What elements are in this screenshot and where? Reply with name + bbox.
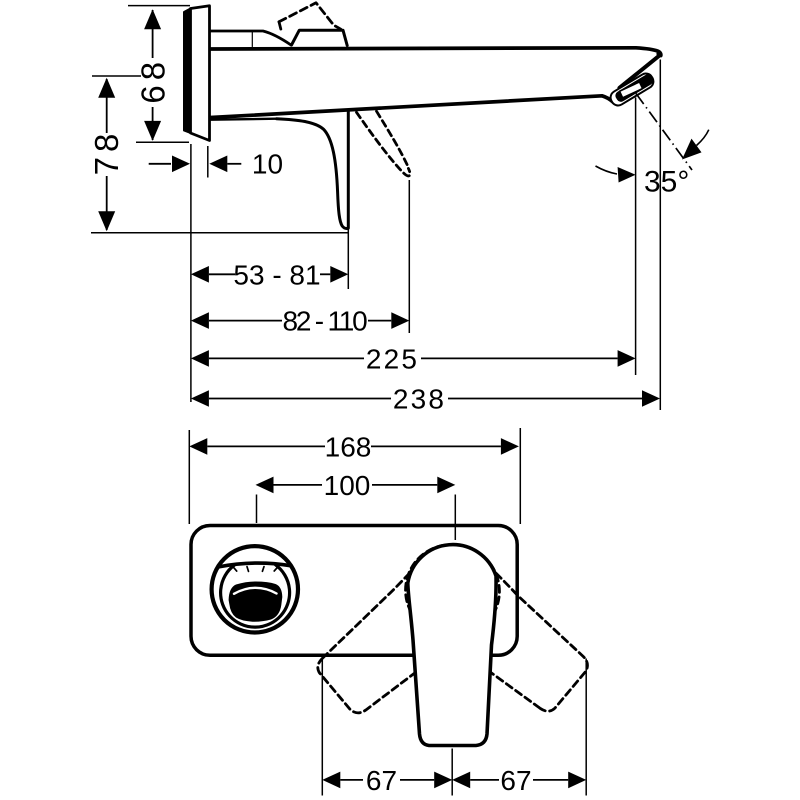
svg-text:168: 168 — [325, 431, 372, 462]
svg-text:225: 225 — [366, 343, 419, 374]
svg-text:68: 68 — [135, 57, 172, 104]
svg-text:67: 67 — [500, 765, 531, 796]
svg-text:67: 67 — [366, 765, 397, 796]
svg-text:100: 100 — [324, 470, 371, 501]
svg-text:238: 238 — [393, 384, 446, 415]
svg-text:82 - 110: 82 - 110 — [282, 306, 367, 337]
svg-text:78: 78 — [88, 129, 125, 176]
svg-text:53 - 81: 53 - 81 — [233, 259, 320, 290]
svg-text:10: 10 — [252, 149, 283, 180]
svg-text:35°: 35° — [644, 166, 689, 199]
